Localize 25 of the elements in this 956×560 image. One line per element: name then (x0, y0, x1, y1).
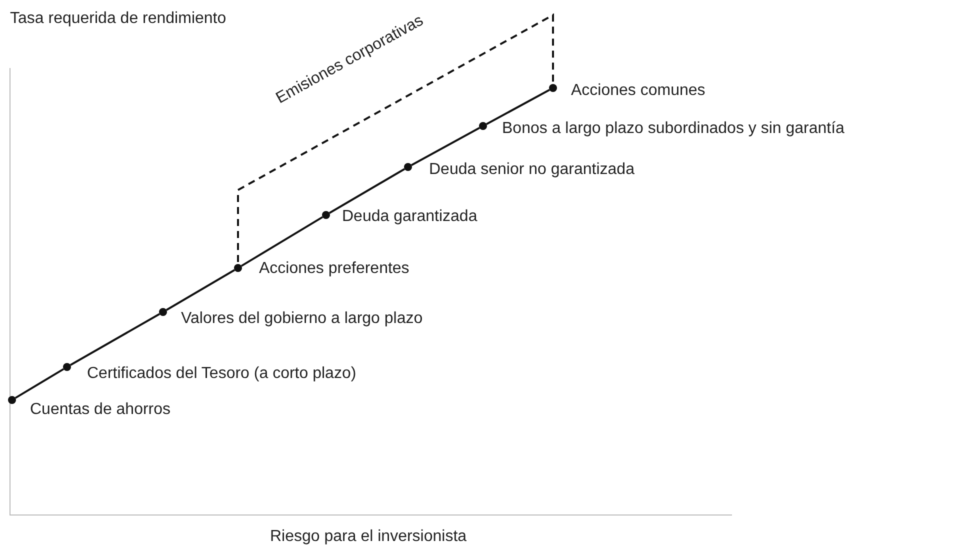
line-segment (70, 313, 160, 366)
point-label: Valores del gobierno a largo plazo (181, 310, 423, 328)
data-point (549, 84, 557, 92)
point-label: Deuda senior no garantizada (429, 161, 634, 179)
line-segment (14, 368, 64, 399)
data-point (322, 211, 330, 219)
line-segment (411, 127, 480, 166)
data-point (159, 308, 167, 316)
data-point (479, 122, 487, 130)
data-point (8, 396, 16, 404)
axis-title: Tasa requerida de rendimiento (10, 10, 226, 28)
data-point (404, 163, 412, 171)
point-label: Cuentas de ahorros (30, 401, 171, 419)
data-point (63, 363, 71, 371)
axis-title: Riesgo para el inversionista (270, 528, 467, 546)
line-segment (486, 89, 550, 125)
point-label: Certificados del Tesoro (a corto plazo) (87, 365, 356, 383)
point-label: Acciones comunes (571, 82, 706, 100)
line-segment (328, 168, 406, 214)
line-segment (166, 269, 236, 311)
point-label: Bonos a largo plazo subordinados y sin garantía (502, 120, 844, 138)
point-label: Deuda garantizada (342, 208, 478, 226)
data-point (234, 264, 242, 272)
line-segment (240, 216, 324, 267)
point-label: Acciones preferentes (259, 260, 410, 278)
